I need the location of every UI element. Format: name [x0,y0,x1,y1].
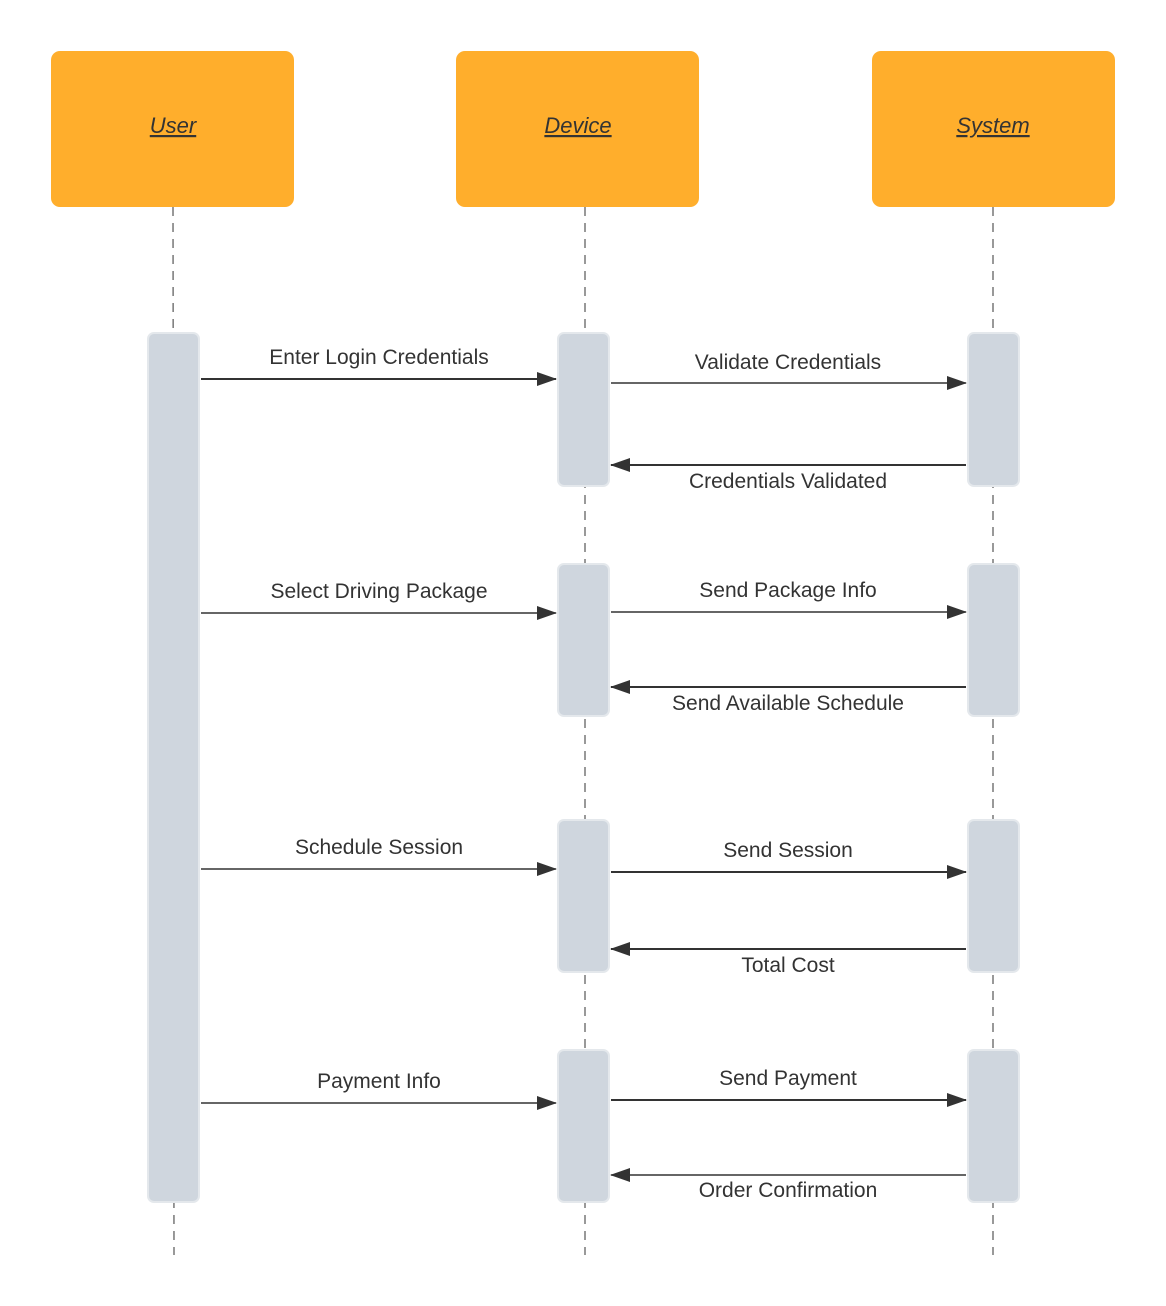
activation-device [557,1049,610,1203]
activations [147,332,1020,1203]
actor-box-device [456,51,699,207]
activation-device [557,563,610,717]
message-label: Enter Login Credentials [269,346,488,369]
activation-system [967,819,1020,973]
message-label: Send Payment [719,1067,857,1090]
message-label: Payment Info [317,1070,441,1093]
activation-system [967,332,1020,487]
activation-user [147,332,200,1203]
activation-system [967,1049,1020,1203]
actor-label-device: Device [544,113,611,138]
activation-system [967,563,1020,717]
activation-device [557,332,610,487]
message-label: Validate Credentials [695,351,881,374]
actor-system: System [872,51,1115,207]
activation-device [557,819,610,973]
message-label: Send Session [723,839,853,862]
message-label: Order Confirmation [699,1179,878,1202]
message-label: Send Package Info [699,579,876,602]
actor-label-user: User [150,113,198,138]
message-label: Send Available Schedule [672,692,904,715]
message-label: Credentials Validated [689,470,887,493]
actor-box-user [51,51,294,207]
actor-device: Device [456,51,699,207]
actor-user: User [51,51,294,207]
message-label: Schedule Session [295,836,463,859]
messages: Enter Login Credentials Validate Credent… [201,346,967,1202]
actor-label-system: System [956,113,1029,138]
message-label: Total Cost [741,954,835,977]
actor-box-system [872,51,1115,207]
message-label: Select Driving Package [270,580,487,603]
